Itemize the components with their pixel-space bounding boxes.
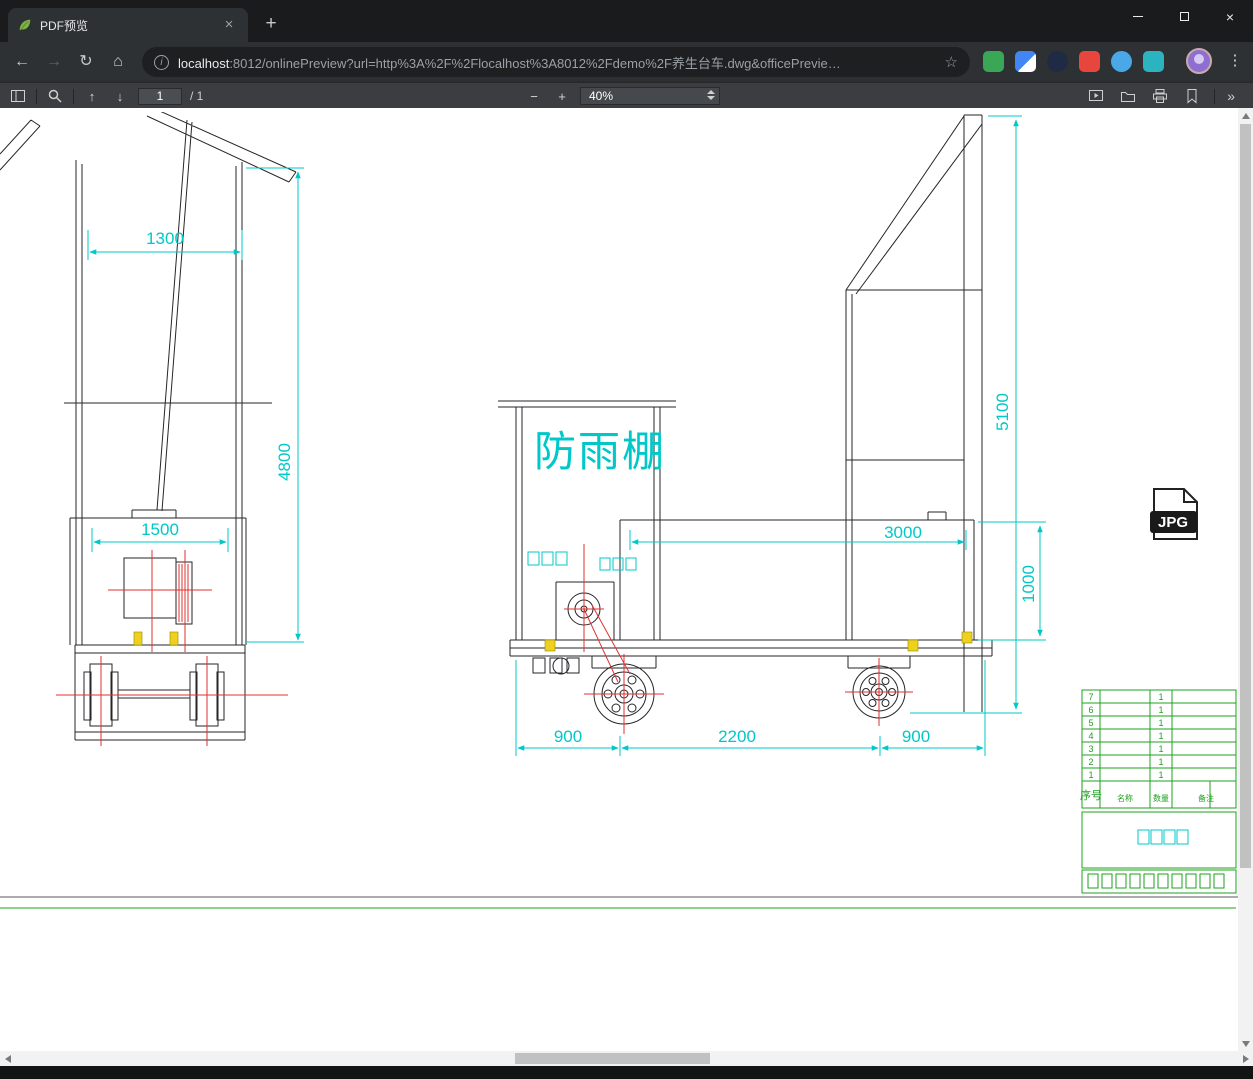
part-qty: 1 <box>1158 770 1163 780</box>
leaf-favicon-icon <box>19 19 31 31</box>
part-qty: 1 <box>1158 744 1163 754</box>
dimension-label: 3000 <box>884 523 922 542</box>
dimension-label: 900 <box>554 727 582 746</box>
back-icon[interactable]: ← <box>14 53 30 70</box>
dimension-label: 1000 <box>1019 565 1038 603</box>
dimension-label: 900 <box>902 727 930 746</box>
vertical-scrollbar[interactable] <box>1238 108 1253 1051</box>
part-qty: 1 <box>1158 692 1163 702</box>
part-qty: 1 <box>1158 757 1163 767</box>
page-number-input[interactable] <box>138 87 182 105</box>
part-qty: 1 <box>1158 718 1163 728</box>
title-block-header-seq: 序号 <box>1080 788 1102 802</box>
toolbar-separator <box>1214 88 1216 104</box>
dimension-label: 1500 <box>141 520 179 539</box>
extension-icon-5[interactable] <box>1111 51 1132 72</box>
maximize-button[interactable] <box>1161 0 1207 33</box>
cad-drawing: 1300 4800 1500 3000 1000 5100 900 2200 9… <box>0 112 1238 909</box>
scroll-right-icon[interactable] <box>1238 1051 1253 1066</box>
tab-close-icon[interactable]: × <box>224 16 234 33</box>
address-bar[interactable]: i localhost:8012/onlinePreview?url=http%… <box>142 47 970 77</box>
pdf-toolbar: ↑ ↓ / 1 − + 40% » <box>0 82 1253 108</box>
part-qty: 1 <box>1158 731 1163 741</box>
scroll-down-icon[interactable] <box>1238 1036 1253 1051</box>
window-controls: × <box>1115 0 1253 33</box>
dimension-label: 1300 <box>146 229 184 248</box>
home-icon[interactable]: ⌂ <box>113 53 123 70</box>
print-icon[interactable] <box>1150 86 1170 106</box>
pdf-page-canvas: 1300 4800 1500 3000 1000 5100 900 2200 9… <box>0 108 1253 1051</box>
title-block-header-qty: 数量 <box>1153 793 1169 803</box>
title-block <box>0 689 1237 909</box>
jpg-file-icon: JPG <box>1150 488 1198 540</box>
previous-page-icon[interactable]: ↑ <box>88 88 96 104</box>
zoom-value: 40% <box>589 89 614 103</box>
reload-icon[interactable]: ↻ <box>79 53 93 70</box>
more-tools-icon[interactable]: » <box>1227 88 1235 104</box>
open-file-icon[interactable] <box>1118 86 1138 106</box>
page-info-icon[interactable]: i <box>154 54 169 70</box>
bookmark-star-icon[interactable]: ☆ <box>944 54 958 71</box>
search-icon[interactable] <box>45 86 65 106</box>
dimension-lines <box>87 115 1189 845</box>
drawing-geometry <box>0 112 993 741</box>
extension-icon-1[interactable] <box>983 51 1004 72</box>
zoom-in-button[interactable]: + <box>558 88 566 104</box>
forward-icon[interactable]: → <box>46 53 62 70</box>
horizontal-scrollbar[interactable] <box>0 1051 1253 1066</box>
presentation-mode-icon[interactable] <box>1086 86 1106 106</box>
pdf-toolbar-left: ↑ ↓ / 1 <box>8 83 203 109</box>
part-row-num: 5 <box>1088 718 1093 728</box>
maximize-icon <box>1179 12 1189 21</box>
part-row-num: 2 <box>1088 757 1093 767</box>
page-count-label: / 1 <box>190 89 204 103</box>
sidebar-toggle-icon[interactable] <box>8 86 28 106</box>
bookmark-icon[interactable] <box>1182 86 1202 106</box>
extension-icon-3[interactable] <box>1047 51 1068 72</box>
zoom-out-button[interactable]: − <box>530 88 538 104</box>
toolbar-separator <box>36 88 37 104</box>
window-close-button[interactable]: × <box>1225 8 1235 25</box>
window-bottom-edge <box>0 1066 1253 1079</box>
browser-titlebar: PDF预览 × + × <box>0 0 1253 42</box>
title-block-header-name: 名称 <box>1117 793 1133 803</box>
scroll-up-icon[interactable] <box>1238 108 1253 123</box>
minimize-button[interactable] <box>1115 0 1161 33</box>
pdf-toolbar-center: − + 40% <box>524 83 720 109</box>
profile-avatar[interactable] <box>1186 48 1212 74</box>
pdf-toolbar-right: » <box>1086 83 1235 109</box>
minimize-icon <box>1133 16 1143 17</box>
part-row-num: 1 <box>1088 770 1093 780</box>
dimension-label: 2200 <box>718 727 756 746</box>
extension-icon-4[interactable] <box>1079 51 1100 72</box>
url-path: :8012/onlinePreview?url=http%3A%2F%2Floc… <box>229 55 841 71</box>
centerlines <box>56 544 913 746</box>
dimension-label: 5100 <box>993 393 1012 431</box>
yellow-markers <box>133 631 973 652</box>
url-text: localhost:8012/onlinePreview?url=http%3A… <box>178 53 937 72</box>
jpg-label: JPG <box>1158 514 1188 531</box>
vertical-scrollbar-thumb[interactable] <box>1240 124 1251 868</box>
zoom-spinner-icon <box>707 90 715 100</box>
part-qty: 1 <box>1158 705 1163 715</box>
tab-title: PDF预览 <box>40 18 89 33</box>
part-row-num: 7 <box>1088 692 1093 702</box>
extension-icon-6[interactable] <box>1143 51 1164 72</box>
title-block-header-note: 备注 <box>1198 793 1214 803</box>
part-row-num: 4 <box>1088 731 1093 741</box>
zoom-select[interactable]: 40% <box>580 87 720 105</box>
extension-icon-2[interactable] <box>1015 51 1036 72</box>
scroll-left-icon[interactable] <box>0 1051 15 1066</box>
browser-menu-icon[interactable]: ⋮ <box>1227 52 1243 69</box>
part-row-num: 3 <box>1088 744 1093 754</box>
dimension-label: 4800 <box>275 443 294 481</box>
new-tab-button[interactable]: + <box>265 13 277 34</box>
toolbar-separator <box>73 88 74 104</box>
browser-tab[interactable]: PDF预览 × <box>8 8 248 42</box>
url-host: localhost <box>178 55 230 71</box>
part-row-num: 6 <box>1088 705 1093 715</box>
horizontal-scrollbar-thumb[interactable] <box>515 1053 710 1064</box>
next-page-icon[interactable]: ↓ <box>116 88 124 104</box>
canopy-label: 防雨棚 <box>534 428 666 475</box>
